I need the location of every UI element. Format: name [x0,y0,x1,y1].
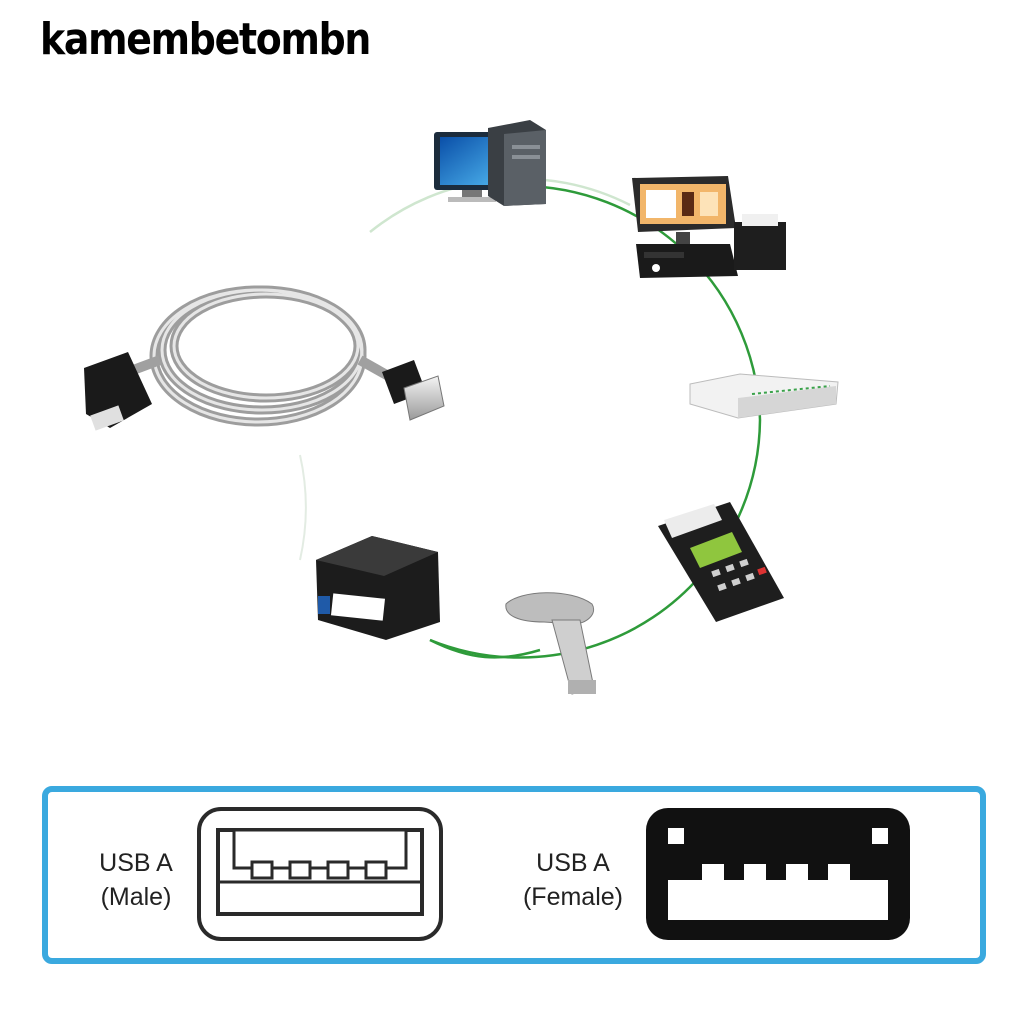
barcode-scanner-icon [505,592,596,695]
pos-terminal-icon [632,176,786,278]
usb-female-label-line2: (Female) [522,883,623,911]
device-connection-illustration [84,120,839,695]
usb-male-label-line2: (Male) [100,883,172,911]
brand-watermark: kamembetombn [40,14,371,65]
usb-male-label: USB A (Male) [96,846,176,914]
usb-a-male-connector-icon [197,807,443,941]
desktop-computer-icon [434,120,546,206]
usb-male-label-line1: USB A [99,849,173,877]
label-printer-icon [316,536,440,640]
usb-female-label: USB A (Female) [515,846,631,914]
usb-female-label-line1: USB A [536,849,610,877]
payment-terminal-icon [658,502,784,622]
network-router-icon [689,373,839,419]
usb-extension-cable-icon [84,285,445,431]
usb-a-female-connector-icon [646,808,910,940]
